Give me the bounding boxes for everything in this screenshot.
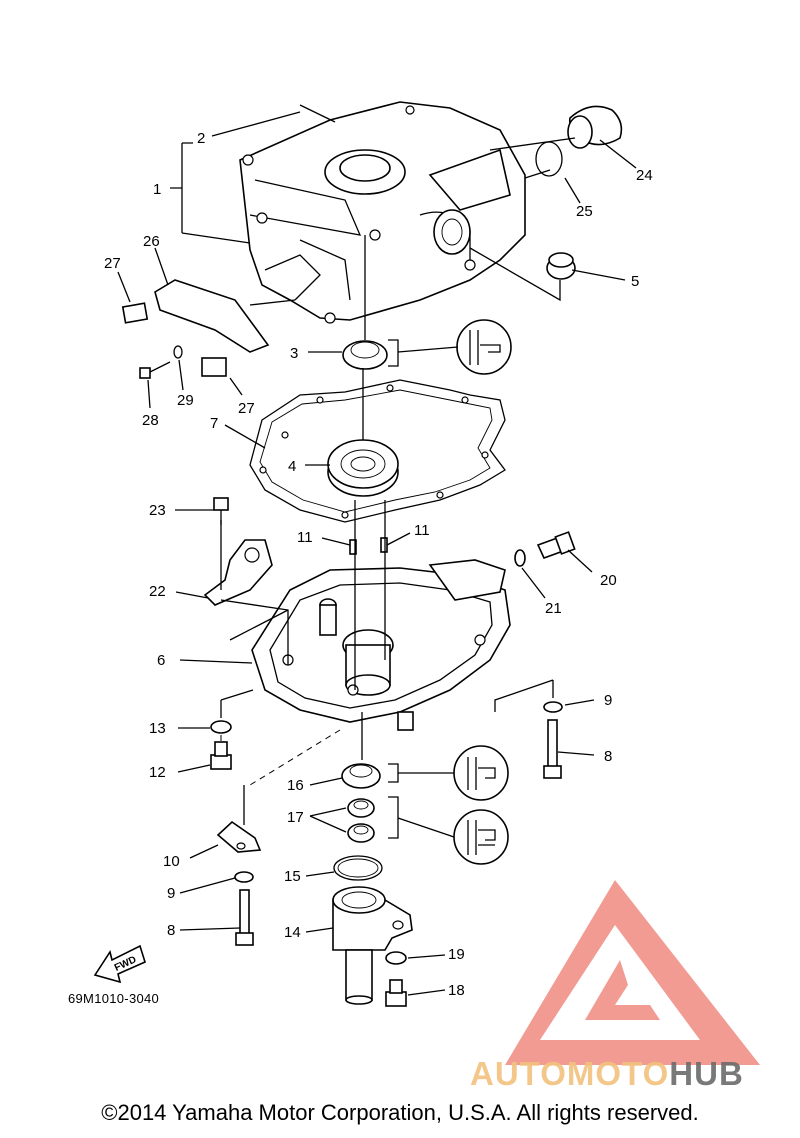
callout-12: 12	[149, 764, 166, 781]
o-ring-part-15	[333, 855, 383, 881]
bolt-part-8-right	[543, 719, 562, 779]
oil-seal-part-3	[342, 340, 388, 370]
block-part-27-bottom	[201, 357, 227, 377]
callout-20: 20	[600, 572, 617, 589]
fwd-arrow-icon	[93, 944, 146, 984]
callout-13: 13	[149, 720, 166, 737]
callout-4: 4	[288, 458, 296, 475]
callout-5: 5	[631, 273, 639, 290]
reference-code: 69M1010-3040	[68, 991, 160, 1006]
bolt-part-8-left	[235, 889, 254, 946]
seal-detail-circle-bottom	[453, 809, 509, 865]
callout-8-right: 8	[604, 748, 612, 765]
bolt-part-28	[139, 361, 171, 379]
dowel-part-11-left	[349, 539, 357, 555]
callout-22: 22	[149, 583, 166, 600]
housing-part-14	[332, 886, 413, 1005]
lower-casing-part-6	[251, 559, 511, 731]
callout-11-left: 11	[297, 529, 313, 546]
callout-9-right: 9	[604, 692, 612, 709]
bracket-part-22	[203, 539, 273, 606]
watermark-text: AUTOMOTOHUB	[470, 1055, 744, 1093]
washer-part-29	[173, 345, 183, 359]
callout-26: 26	[143, 233, 160, 250]
washer-part-19	[385, 951, 407, 965]
callout-7: 7	[210, 415, 218, 432]
callout-25: 25	[576, 203, 593, 220]
washer-part-9-right	[543, 701, 563, 713]
callout-2: 2	[197, 130, 205, 147]
callout-15: 15	[284, 868, 301, 885]
callout-19: 19	[448, 946, 465, 963]
callout-18: 18	[448, 982, 465, 999]
seal-detail-circle-middle	[453, 745, 509, 801]
bearing-part-4	[327, 439, 399, 497]
oil-seal-part-16	[341, 763, 381, 789]
gasket-part-21	[514, 549, 526, 567]
callout-6: 6	[157, 652, 165, 669]
callout-17: 17	[287, 809, 304, 826]
bracket-part-10	[216, 820, 262, 853]
oil-seal-part-17-upper	[347, 798, 375, 818]
callout-11-right: 11	[414, 522, 430, 539]
bolt-part-18	[385, 979, 407, 1007]
callout-27-top: 27	[104, 255, 121, 272]
assembly-lines	[220, 137, 576, 825]
grommet-part-5	[546, 252, 576, 280]
gasket-part-7	[249, 379, 506, 523]
bolt-part-12	[210, 741, 232, 770]
washer-part-13	[210, 720, 232, 734]
drain-plug-part-20	[536, 531, 576, 560]
watermark-automoto: AUTOMOTO	[470, 1055, 670, 1092]
callout-21: 21	[545, 600, 562, 617]
watermark-logo	[505, 880, 760, 1065]
filler-cap-part-24	[567, 105, 623, 149]
block-part-27-top	[121, 302, 149, 324]
oil-seal-part-17-lower	[347, 823, 375, 843]
callout-28: 28	[142, 412, 159, 429]
callout-29: 29	[177, 392, 194, 409]
callout-16: 16	[287, 777, 304, 794]
callout-27-bottom: 27	[238, 400, 255, 417]
callout-24: 24	[636, 167, 653, 184]
callout-1: 1	[153, 181, 161, 198]
callout-8-left: 8	[167, 922, 175, 939]
callout-14: 14	[284, 924, 301, 941]
washer-part-9-left	[234, 871, 254, 883]
watermark-hub: HUB	[669, 1055, 744, 1092]
callout-9-left: 9	[167, 885, 175, 902]
callout-labels: 1 2 3 4 5 6 7 8 8 9 9 10 11 11 12 13 14 …	[104, 130, 653, 999]
callout-10: 10	[163, 853, 180, 870]
copyright-notice: ©2014 Yamaha Motor Corporation, U.S.A. A…	[101, 1100, 699, 1125]
plate-part-26	[154, 279, 270, 353]
upper-casing-part-1	[239, 101, 526, 324]
leader-lines	[117, 111, 637, 996]
dowel-part-11-right	[380, 537, 388, 553]
seal-detail-circle-top	[456, 319, 512, 375]
callout-23: 23	[149, 502, 166, 519]
callout-3: 3	[290, 345, 298, 362]
